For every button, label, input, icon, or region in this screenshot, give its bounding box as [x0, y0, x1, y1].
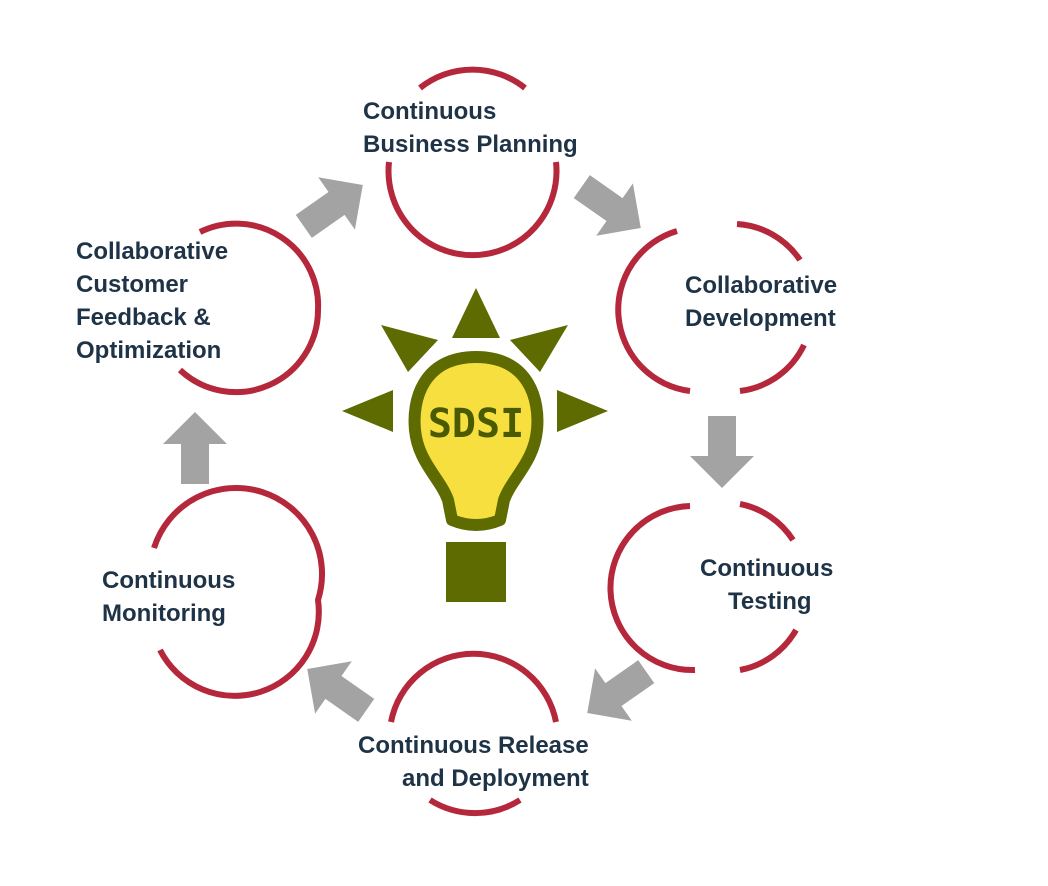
node-continuous-testing-line-2: Testing [728, 588, 812, 615]
node-release-deployment-line-2: and Deployment [402, 765, 589, 792]
center-label: SDSI [428, 401, 524, 447]
ring-customer-feedback [177, 220, 322, 396]
ring-continuous-monitoring [151, 484, 325, 699]
arrow-to-release-deployment [587, 660, 655, 721]
node-release-deployment-line-1: Continuous Release [358, 732, 589, 759]
ray-top [452, 288, 500, 338]
bulb-glass [408, 351, 544, 531]
ring-continuous-testing-c [739, 628, 799, 673]
arrows [163, 175, 754, 722]
ring-release-deployment-b [428, 797, 522, 816]
node-customer-feedback-line-4: Optimization [76, 337, 222, 364]
ring-business-planning-top [418, 66, 527, 91]
ring-collaborative-development [615, 228, 691, 394]
arrow-to-continuous-monitoring [307, 661, 375, 722]
lightbulb-icon: SDSI [342, 288, 608, 602]
arrow-to-customer-feedback [163, 412, 227, 484]
node-release-deployment: Continuous Release and Deployment [358, 729, 589, 795]
arrow-to-business-planning [295, 177, 363, 238]
ray-top-left [381, 325, 438, 372]
rings [151, 66, 807, 816]
node-business-planning-line-2: Business Planning [363, 131, 578, 158]
node-customer-feedback-line-2: Customer [76, 271, 189, 298]
node-collaborative-development: Collaborative Development [685, 269, 837, 335]
node-continuous-monitoring-line-2: Monitoring [102, 600, 226, 627]
node-customer-feedback: Collaborative Customer Feedback & Optimi… [76, 235, 228, 367]
node-collaborative-development-line-1: Collaborative [685, 272, 838, 299]
arrow-to-continuous-testing [690, 416, 754, 488]
ring-collaborative-development-c [739, 343, 807, 394]
node-continuous-testing: Continuous Testing [700, 552, 833, 618]
bulb-rays [342, 288, 608, 432]
node-collaborative-development-line-2: Development [685, 305, 836, 332]
ring-business-planning [385, 161, 560, 259]
ring-continuous-testing-b [739, 501, 796, 542]
node-continuous-monitoring: Continuous Monitoring [102, 564, 235, 630]
node-customer-feedback-line-3: Feedback & [76, 304, 211, 331]
node-business-planning: Continuous Business Planning [363, 95, 578, 161]
ray-top-right [510, 325, 568, 372]
node-customer-feedback-line-1: Collaborative [76, 238, 229, 265]
ring-collaborative-development-b [736, 221, 803, 262]
arrow-to-collaborative-development [573, 175, 641, 236]
ring-continuous-testing [607, 503, 696, 674]
ring-release-deployment [388, 650, 559, 723]
ray-right [557, 390, 608, 432]
node-business-planning-line-1: Continuous [363, 98, 497, 125]
ray-left [342, 390, 393, 432]
node-continuous-testing-line-1: Continuous [700, 555, 834, 582]
bulb-base [446, 542, 506, 602]
node-continuous-monitoring-line-1: Continuous [102, 567, 236, 594]
